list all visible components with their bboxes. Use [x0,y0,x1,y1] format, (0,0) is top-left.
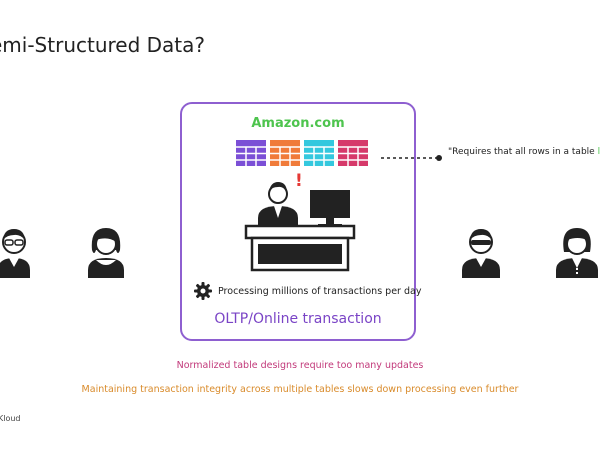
transaction-card: Amazon.com ! [180,102,421,341]
gear-icon [194,282,212,300]
quote-text: "Requires that all rows in a table l [448,147,600,157]
table-icon [236,140,266,166]
dashed-connector [381,148,445,167]
slide-title: emi-Structured Data? [0,33,206,57]
alert-icon: ! [295,171,303,191]
card-title: Amazon.com [251,116,345,131]
table-icon [270,140,300,166]
quote-main: "Requires that all rows in a table [448,147,598,157]
user-with-sunglasses-icon [456,220,506,282]
process-row: Processing millions of transactions per … [194,282,421,300]
clerk-at-desk-icon [244,176,356,276]
oltp-label: OLTP/Online transaction [214,311,382,327]
table-icon [304,140,334,166]
caption-normalized-updates: Normalized table designs require too man… [176,360,424,371]
user-woman-icon [82,220,130,282]
user-with-glasses-icon [0,220,36,282]
quote-highlight: l [597,147,600,157]
brand-footer: Kloud [0,414,21,423]
process-text: Processing millions of transactions per … [218,285,422,297]
table-icon [338,140,368,166]
user-woman-formal-icon [552,220,600,282]
table-icons [236,140,372,166]
caption-transaction-integrity: Maintaining transaction integrity across… [81,384,519,395]
